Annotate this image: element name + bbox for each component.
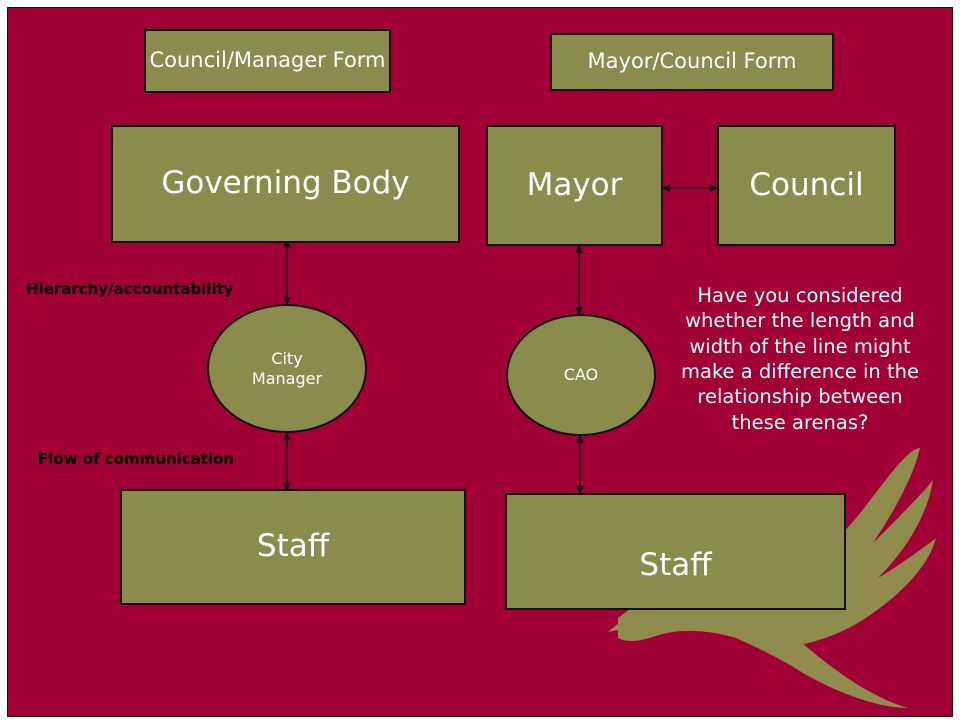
mayor-box: Mayor xyxy=(486,125,663,246)
governing-body-box: Governing Body xyxy=(111,125,460,243)
hierarchy-accountability-label: Hierarchy/accountability xyxy=(26,280,234,298)
city-manager-oval: City Manager xyxy=(207,304,367,433)
question-text: Have you considered whether the length a… xyxy=(681,284,919,434)
council-manager-form-title: Council/Manager Form xyxy=(144,29,391,93)
staff-left-box: Staff xyxy=(120,489,466,605)
council-box: Council xyxy=(717,125,896,246)
slide: Council/Manager Form Mayor/Council Form … xyxy=(7,7,953,717)
staff-right-box: Staff xyxy=(505,493,846,610)
flow-of-communication-label: Flow of communication xyxy=(38,450,235,468)
mayor-council-form-title: Mayor/Council Form xyxy=(550,33,834,91)
cao-oval: CAO xyxy=(506,314,656,436)
connector-lines xyxy=(283,184,718,494)
